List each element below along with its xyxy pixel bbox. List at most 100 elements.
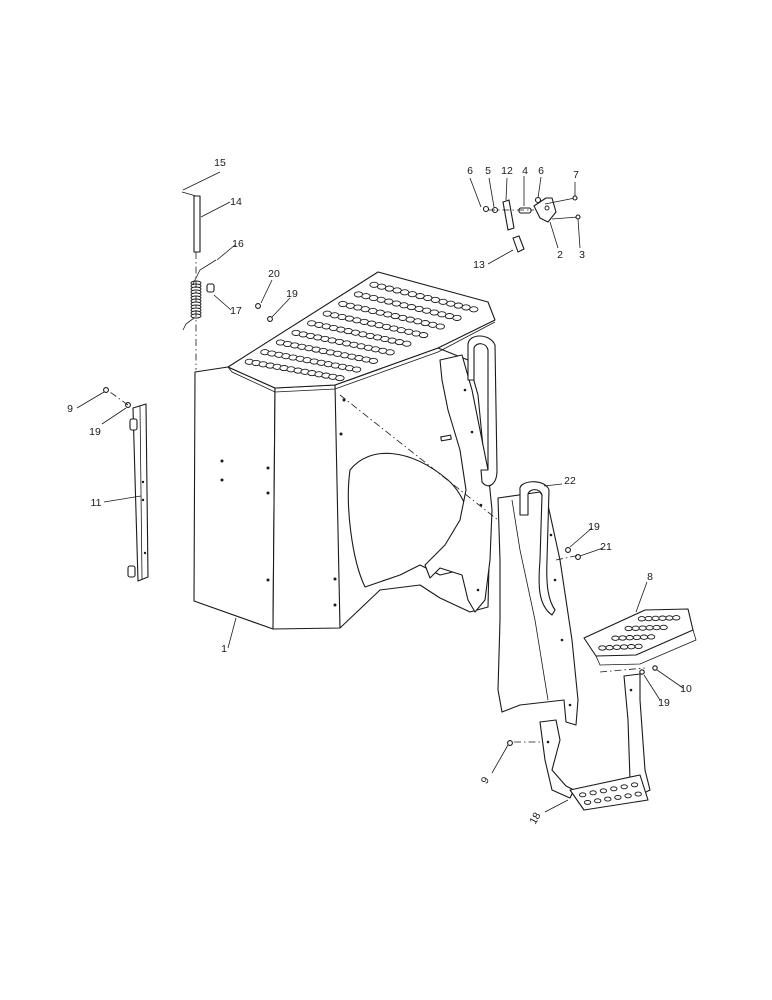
- deck-hole: [384, 298, 394, 305]
- step-hole: [665, 615, 674, 621]
- latch-lever-12: [502, 199, 515, 231]
- lower-step-hole: [634, 791, 642, 797]
- clip-17: [206, 283, 215, 293]
- deck-hole: [469, 306, 479, 313]
- deck-hole: [452, 314, 462, 321]
- rod-14: [193, 195, 201, 253]
- spring-rod-assembly: [181, 191, 217, 331]
- deck-perforations: [244, 281, 479, 382]
- assembly-lines: [109, 209, 646, 743]
- callout-17: 17: [230, 305, 242, 317]
- lower-step-hole: [624, 793, 632, 799]
- step-hole: [637, 616, 646, 622]
- step-hole: [647, 634, 656, 640]
- shield-body: [193, 271, 496, 630]
- callout-16: 16: [232, 238, 244, 250]
- callout-9: 9: [67, 403, 73, 415]
- callout-9: 9: [479, 775, 492, 786]
- callout-3: 3: [579, 249, 585, 261]
- fasteners: [103, 303, 658, 746]
- callout-19: 19: [658, 697, 670, 709]
- step-hole: [627, 644, 636, 650]
- deck-hole: [391, 300, 402, 307]
- step-tread-holes: [598, 615, 681, 651]
- ladder-channel: [497, 491, 579, 726]
- callout-20: 20: [268, 268, 280, 280]
- latch-striker-13: [512, 235, 525, 253]
- lower-step-hole: [620, 784, 628, 790]
- callout-1: 1: [221, 643, 227, 655]
- handrail: [467, 335, 498, 487]
- upper-step-tread: [583, 608, 697, 666]
- deck-hole: [407, 291, 418, 298]
- deck-hole: [335, 375, 345, 382]
- lower-step-hole: [610, 786, 618, 792]
- deck-hole: [422, 307, 432, 314]
- step-hole: [605, 645, 614, 651]
- deck-hole: [415, 293, 425, 300]
- callout-13: 13: [473, 259, 485, 271]
- lower-step-hole: [604, 796, 612, 802]
- lower-step-hole: [594, 798, 602, 804]
- deck-hole: [376, 296, 386, 303]
- deck-hole: [446, 300, 456, 307]
- callout-19: 19: [89, 426, 101, 438]
- step-hole: [659, 624, 668, 631]
- latch-pin-4: [518, 207, 532, 214]
- deck-hole: [361, 293, 371, 300]
- deck-hole: [461, 304, 471, 311]
- step-hole: [651, 615, 660, 622]
- deck-hole: [377, 283, 387, 290]
- callout-12: 12: [501, 165, 513, 177]
- lower-step-left-hanger: [539, 719, 575, 799]
- shield-right-face: [272, 384, 341, 630]
- step-hole: [638, 625, 647, 631]
- deck-hole: [435, 323, 445, 330]
- callout-21: 21: [600, 541, 612, 553]
- ladder-grab-handle: [519, 481, 556, 616]
- deck-hole: [430, 296, 441, 303]
- deck-hole: [368, 294, 379, 302]
- lower-step-hole: [583, 799, 592, 805]
- deck-hole: [438, 298, 448, 305]
- step-hole: [634, 643, 643, 650]
- lower-step-hole: [614, 794, 622, 800]
- deck-hole: [437, 311, 447, 318]
- side-panel: [424, 354, 493, 613]
- step-hole: [624, 625, 633, 632]
- callout-6: 6: [538, 165, 544, 177]
- step-hole: [611, 635, 620, 641]
- step-hole: [618, 635, 627, 641]
- step-hole: [598, 645, 607, 651]
- latch-body-2: [533, 197, 557, 223]
- callout-6: 6: [467, 165, 473, 177]
- deck-hole: [392, 287, 402, 294]
- step-hole: [658, 615, 667, 621]
- shield-left-face: [193, 366, 276, 630]
- callout-8: 8: [647, 571, 653, 583]
- deck-hole: [402, 340, 412, 347]
- callout-2: 2: [557, 249, 563, 261]
- hinge-plate-assembly: [127, 403, 149, 582]
- callout-7: 7: [573, 169, 579, 181]
- callout-19: 19: [588, 521, 600, 533]
- lower-step-right-hanger: [623, 673, 651, 796]
- lower-step-hole: [579, 792, 587, 798]
- callout-22: 22: [564, 475, 576, 487]
- deck-hole: [368, 357, 379, 364]
- step-hole: [672, 615, 681, 621]
- step-hole: [631, 625, 640, 631]
- callout-10: 10: [680, 683, 692, 695]
- deck-hole: [418, 332, 429, 339]
- deck-hole: [384, 285, 395, 292]
- step-hole: [645, 625, 654, 631]
- hinge-plate: [132, 403, 149, 582]
- deck-hole: [400, 289, 410, 296]
- step-hole: [632, 634, 641, 641]
- callout-15: 15: [214, 157, 226, 169]
- callout-11: 11: [91, 497, 102, 509]
- deck-hole: [423, 294, 433, 302]
